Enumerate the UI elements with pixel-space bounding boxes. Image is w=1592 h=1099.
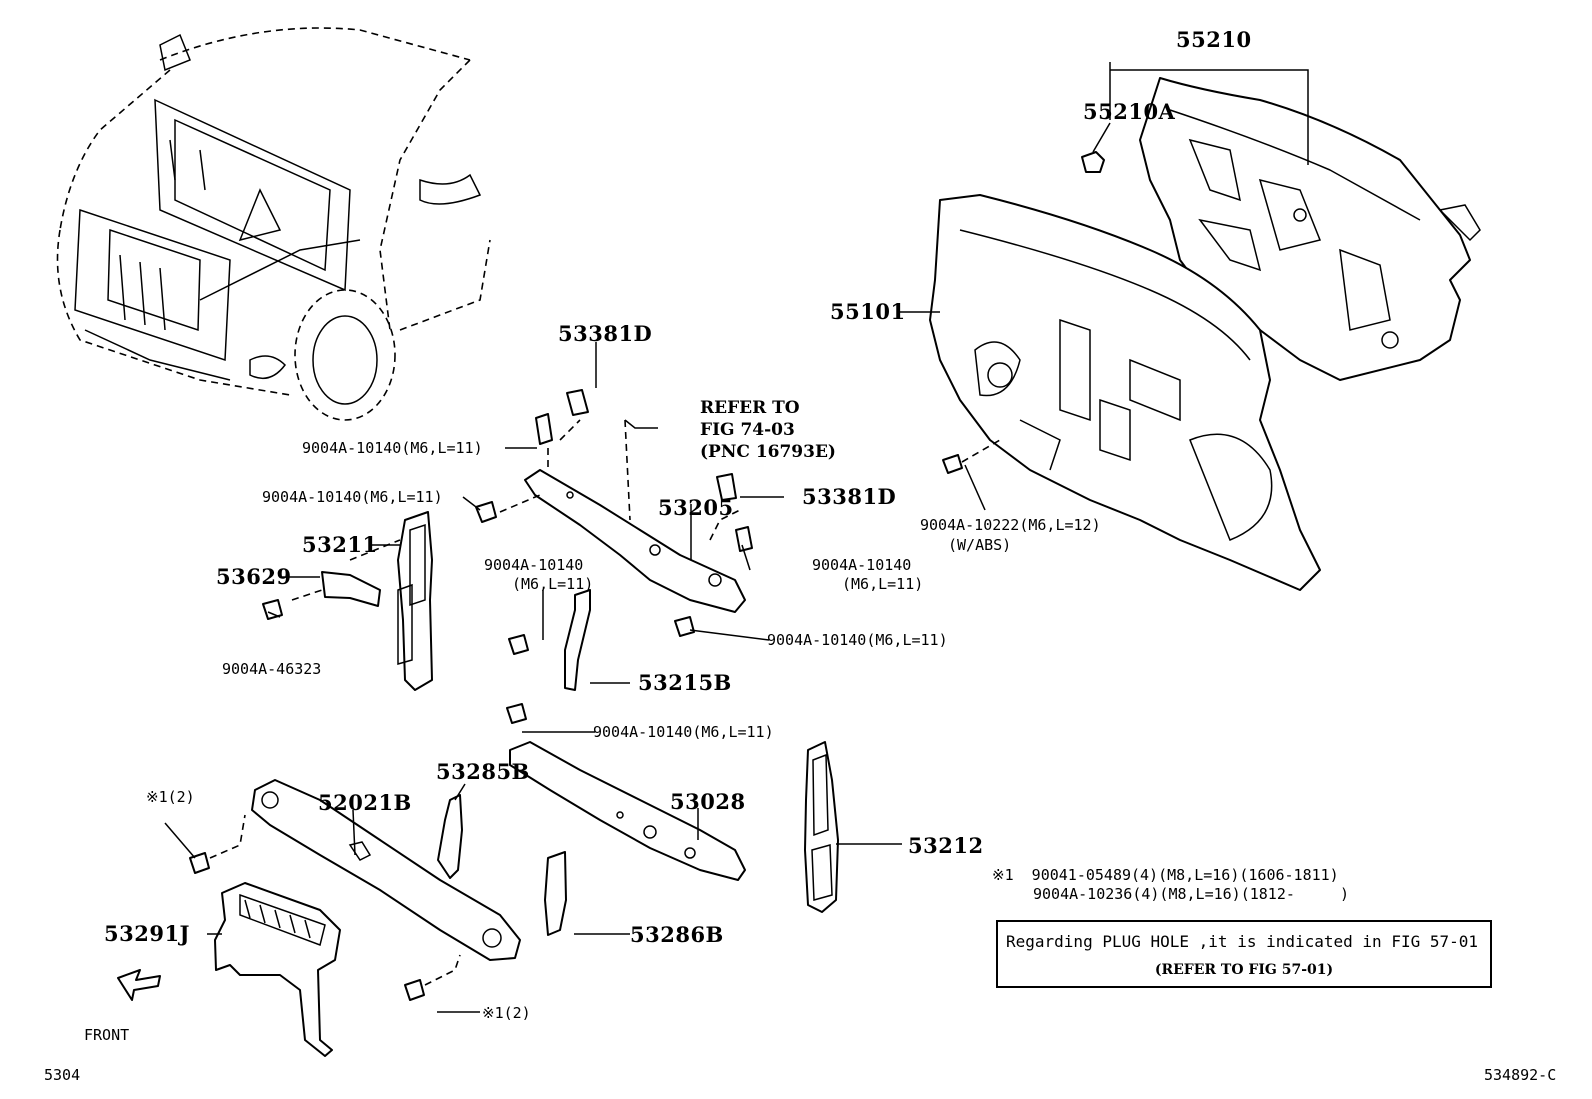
seal-53215b-part [564, 589, 591, 691]
bolt-e-part [674, 616, 695, 637]
bracket-53285b-part [437, 794, 463, 879]
bolt-mark-bottom-part [404, 979, 425, 1001]
bracket-53629-part [321, 571, 381, 607]
plug-hole-refer-text: (REFER TO FIG 57-01) [1154, 962, 1334, 978]
upper-support-53028-part [509, 741, 746, 881]
refer-note-line1: REFER TO [700, 398, 800, 418]
part-number-53381d-right: 53381D [802, 484, 897, 509]
side-support-53212-part [804, 741, 839, 913]
part-number-53629: 53629 [216, 564, 292, 589]
mark-label-bottom: ※1(2) [482, 1004, 531, 1022]
bolt-label-c-line2: (M6,L=11) [512, 575, 594, 593]
part-number-53211: 53211 [302, 532, 378, 557]
support-53205-part [524, 469, 746, 613]
part-number-53286b: 53286B [630, 922, 724, 947]
air-guide-53291j-part [214, 882, 341, 1057]
bolt-label-d-line1: 9004A-10140 [812, 556, 912, 574]
lower-support-52021b-part [251, 779, 521, 961]
figure-code: 5304 [44, 1066, 81, 1084]
part-number-53212: 53212 [908, 833, 984, 858]
bolt-9004a-10222-part [942, 454, 963, 474]
bolt-label-d-line2: (M6,L=11) [842, 575, 924, 593]
illustration-code: 534892-C [1484, 1066, 1557, 1084]
refer-note-line2: FIG 74-03 [700, 420, 795, 440]
bolt-label-b: 9004A-10140(M6,L=11) [262, 488, 443, 506]
part-number-53215b: 53215B [638, 670, 732, 695]
bolt-label-e: 9004A-10140(M6,L=11) [767, 631, 948, 649]
plug-hole-note-text: Regarding PLUG HOLE ,it is indicated in … [1006, 932, 1479, 951]
part-number-55101: 55101 [830, 299, 906, 324]
plug-53381d-top-part [566, 389, 589, 416]
bolt-label-g: 9004A-46323 [222, 660, 322, 678]
side-support-53211-part [397, 511, 433, 691]
plug-53381d-right-part [716, 473, 737, 501]
footnote-line2: 9004A-10236(4)(M8,L=16)(1812- ) [1033, 885, 1350, 903]
bolt-label-c-line1: 9004A-10140 [484, 556, 584, 574]
plug-hole-note-box: Regarding PLUG HOLE ,it is indicated in … [996, 920, 1492, 988]
clip-55210a-part [1081, 151, 1105, 173]
vehicle-front-overview [56, 27, 491, 421]
mark-label-left: ※1(2) [146, 788, 195, 806]
refer-note-line3: (PNC 16793E) [700, 442, 836, 462]
leader-lines [164, 62, 1309, 1013]
part-number-53381d-top: 53381D [558, 321, 653, 346]
part-number-55210: 55210 [1176, 27, 1252, 52]
footnote-line1: ※1 90041-05489(4)(M8,L=16)(1606-1811) [992, 866, 1339, 884]
bolt-label-h-line2: (W/ABS) [948, 536, 1012, 554]
part-number-53205: 53205 [658, 495, 734, 520]
part-number-55210a: 55210A [1083, 99, 1176, 124]
part-number-53291j: 53291J [104, 921, 190, 946]
bolt-f-part [506, 703, 527, 724]
bolt-a-part [535, 413, 553, 445]
dash-panel-part [929, 194, 1321, 591]
bolt-label-a: 9004A-10140(M6,L=11) [302, 439, 483, 457]
bolt-label-f: 9004A-10140(M6,L=11) [593, 723, 774, 741]
bolt-label-h-line1: 9004A-10222(M6,L=12) [920, 516, 1101, 534]
bolt-d-part [735, 526, 753, 552]
bolt-c-part [508, 634, 529, 655]
bracket-53286b-part [544, 851, 567, 936]
part-number-53285b: 53285B [436, 759, 530, 784]
part-number-52021b: 52021B [318, 790, 412, 815]
front-arrow-icon [117, 969, 161, 1001]
bolt-g-part [262, 599, 283, 620]
front-direction-label: FRONT [84, 1026, 130, 1044]
bolt-b-part [475, 501, 497, 523]
part-number-53028: 53028 [670, 789, 746, 814]
